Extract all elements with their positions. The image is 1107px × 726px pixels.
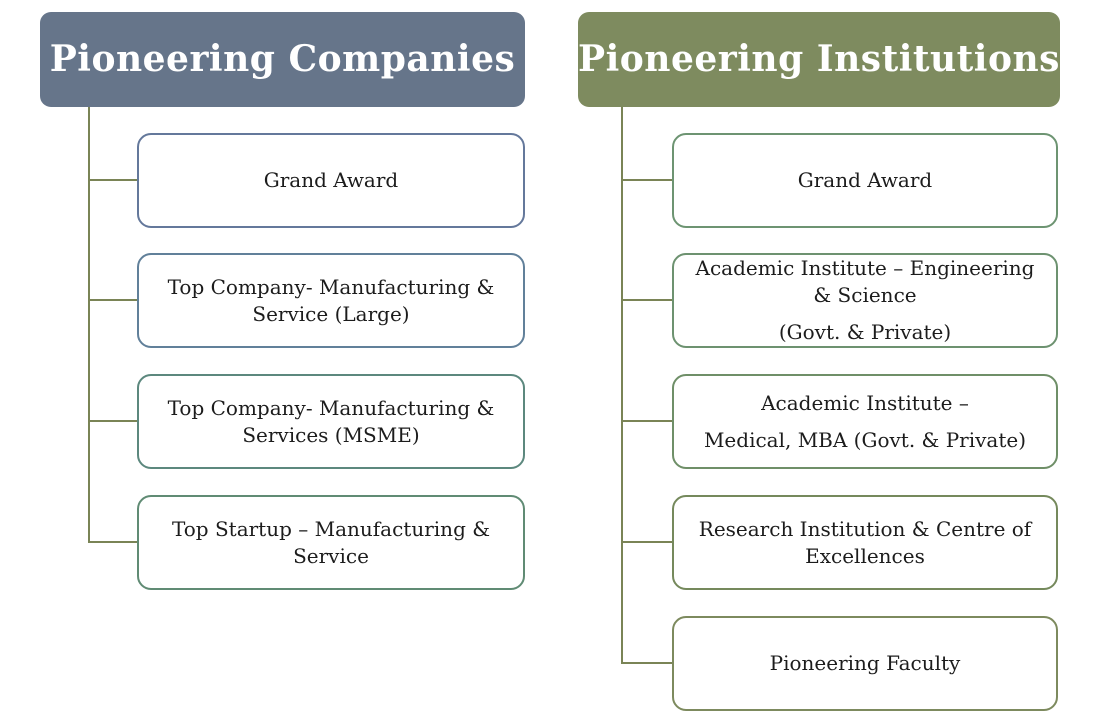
institutions-branch-connector — [621, 179, 672, 181]
node-academic-engineering-science: Academic Institute – Engineering & Scien… — [672, 253, 1058, 348]
institutions-branch-connector — [621, 299, 672, 301]
node-label: Academic Institute – — [761, 390, 969, 415]
companies-trunk-connector — [88, 107, 90, 543]
institutions-trunk-connector — [621, 107, 623, 664]
node-companies-grand-award: Grand Award — [137, 133, 525, 228]
node-label: Grand Award — [797, 168, 933, 192]
institutions-header: Pioneering Institutions — [578, 12, 1060, 107]
institutions-branch-connector — [621, 541, 672, 543]
node-label: Top Company- Manufacturing & Services (M… — [167, 395, 495, 447]
node-institutions-grand-award: Grand Award — [672, 133, 1058, 228]
institutions-branch-connector — [621, 662, 672, 664]
node-label: Grand Award — [263, 168, 399, 192]
node-top-startup: Top Startup – Manufacturing & Service — [137, 495, 525, 590]
node-academic-medical-mba: Academic Institute – Medical, MBA (Govt.… — [672, 374, 1058, 469]
companies-branch-connector — [88, 179, 137, 181]
node-label: Top Company- Manufacturing & Service (La… — [167, 274, 495, 326]
companies-branch-connector — [88, 299, 137, 301]
companies-header: Pioneering Companies — [40, 12, 525, 107]
node-label: Top Startup – Manufacturing & Service — [171, 516, 491, 568]
node-research-institution: Research Institution & Centre of Excelle… — [672, 495, 1058, 590]
node-pioneering-faculty: Pioneering Faculty — [672, 616, 1058, 711]
node-top-company-msme: Top Company- Manufacturing & Services (M… — [137, 374, 525, 469]
node-label: Pioneering Faculty — [769, 651, 961, 675]
node-label: Medical, MBA (Govt. & Private) — [703, 427, 1027, 452]
node-label: Academic Institute – Engineering & Scien… — [695, 256, 1035, 307]
institutions-branch-connector — [621, 420, 672, 422]
node-label: (Govt. & Private) — [778, 320, 952, 344]
node-label: Research Institution & Centre of Excelle… — [698, 516, 1032, 568]
node-top-company-large: Top Company- Manufacturing & Service (La… — [137, 253, 525, 348]
companies-branch-connector — [88, 420, 137, 422]
companies-branch-connector — [88, 541, 137, 543]
